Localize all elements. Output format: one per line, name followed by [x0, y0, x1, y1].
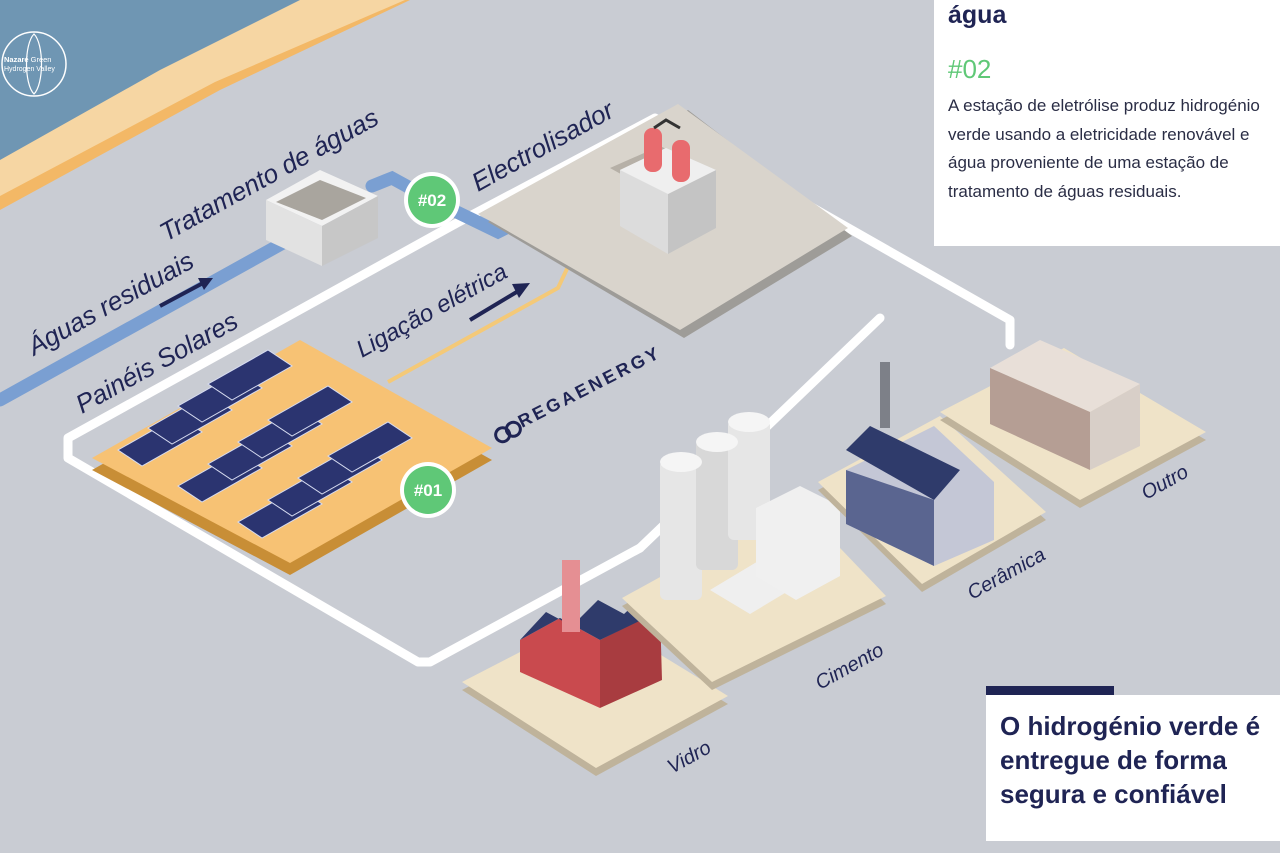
badge-01: #01 — [400, 462, 456, 518]
other-plant — [940, 340, 1206, 508]
ceramic-plant — [818, 362, 1046, 592]
delivery-text: O hidrogénio verde é entregue de forma s… — [1000, 711, 1261, 809]
badge-02-label: #02 — [418, 191, 446, 210]
glass-plant — [462, 560, 728, 776]
solar-panel — [327, 421, 413, 473]
delivery-card: O hidrogénio verde é entregue de forma s… — [986, 695, 1280, 841]
solar-panel — [207, 349, 293, 401]
regaenergy-brand: REGAENERGY — [494, 342, 665, 444]
water-treatment-tank — [266, 170, 378, 266]
info-body: A estação de eletrólise produz hidrogéni… — [948, 96, 1260, 201]
cement-plant — [622, 412, 886, 690]
brand-text: REGAENERGY — [515, 342, 665, 432]
info-title: água — [948, 1, 1007, 29]
logo-line2: Hydrogen Valley — [4, 66, 55, 73]
badge-02: #02 — [404, 172, 460, 228]
info-card: água #02 A estação de eletrólise produz … — [934, 0, 1280, 246]
solar-array — [92, 340, 492, 575]
logo-line1-bold: Nazaré — [4, 55, 29, 64]
info-step: #02 — [948, 54, 992, 84]
logo-line1-rest: Green — [31, 55, 52, 64]
label-glass: Vidro — [664, 737, 715, 779]
electrolyzer-station — [478, 104, 852, 338]
solar-panels — [117, 349, 413, 539]
label-cement: Cimento — [812, 639, 888, 694]
solar-panel — [267, 385, 353, 437]
coastline — [0, 0, 410, 210]
badge-01-label: #01 — [414, 481, 442, 500]
delivery-accent-bar — [986, 686, 1114, 695]
